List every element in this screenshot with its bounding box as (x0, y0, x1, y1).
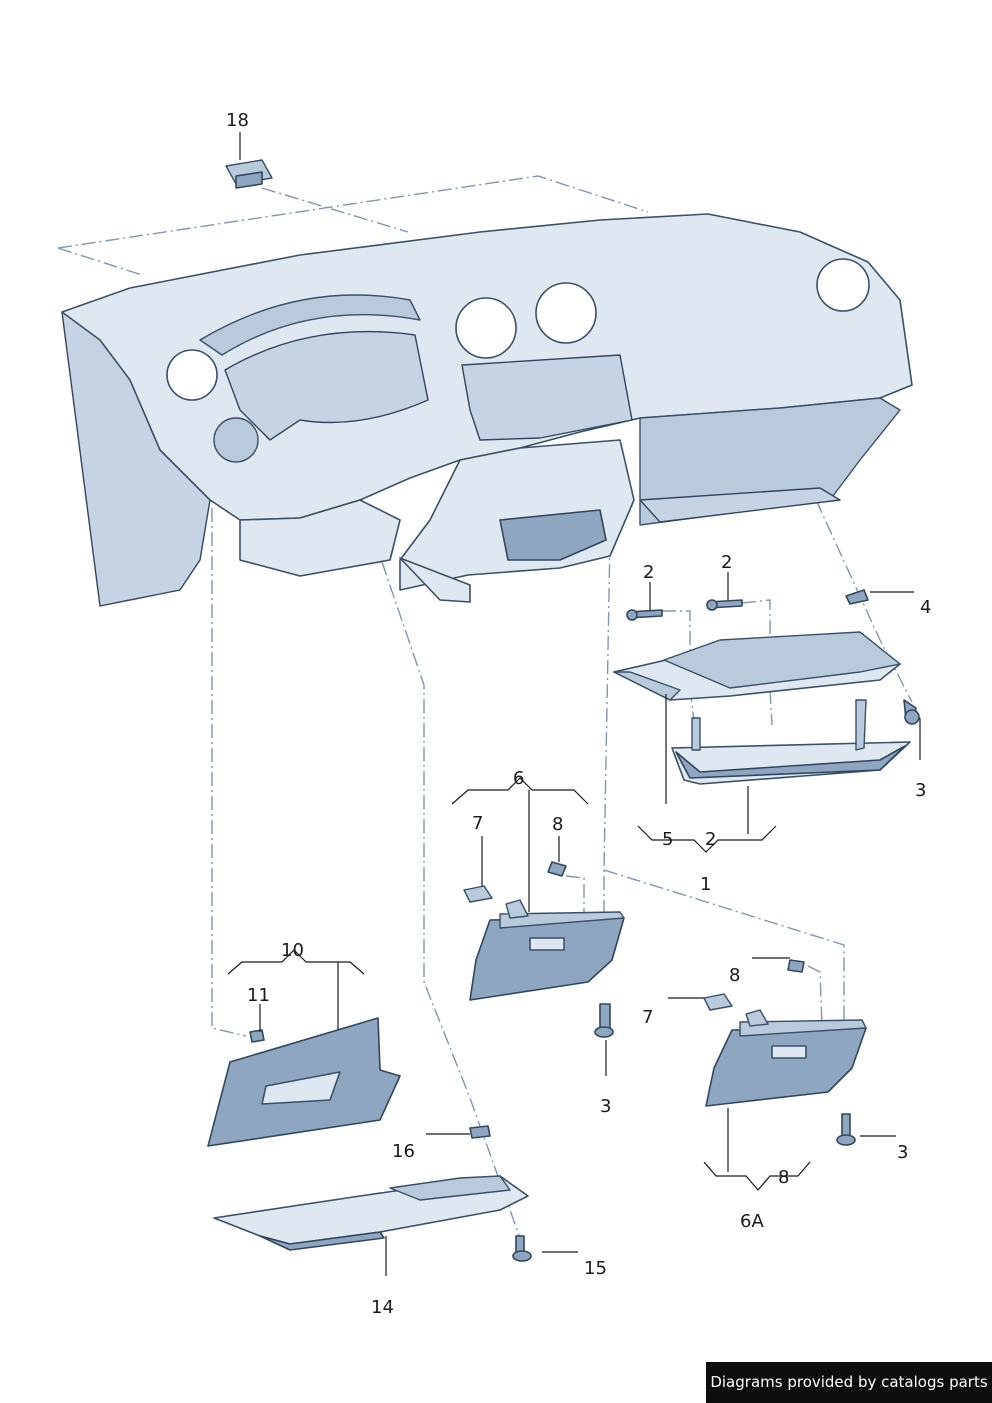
part-2-bolts (626, 599, 743, 621)
label-3-middle: 3 (600, 1096, 611, 1117)
leader-lines (227, 132, 921, 1276)
label-8-upper: 8 (552, 814, 563, 835)
part-3-screws (512, 699, 920, 1262)
label-15: 15 (584, 1258, 607, 1279)
part-4-clip (845, 589, 869, 605)
dashboard-panel (61, 213, 913, 607)
part-6-glovebox (463, 861, 625, 1001)
label-18: 18 (226, 110, 249, 131)
label-3-lower: 3 (897, 1142, 908, 1163)
credit-banner: Diagrams provided by catalogs parts (706, 1362, 992, 1403)
label-6A: 6A (740, 1211, 764, 1232)
label-7-right: 7 (642, 1007, 653, 1028)
label-10: 10 (281, 940, 304, 961)
part-10-knee-panel (207, 1017, 401, 1147)
label-1: 1 (700, 874, 711, 895)
label-11: 11 (247, 985, 270, 1006)
label-8-right: 8 (729, 965, 740, 986)
part-6A-glovebox (703, 959, 867, 1107)
assembly-guide-lines (57, 175, 913, 1239)
part-18-clip (225, 159, 273, 189)
label-4: 4 (920, 597, 931, 618)
label-2-bracket: 2 (705, 829, 716, 850)
label-2-left-bolt: 2 (643, 562, 654, 583)
part-2-bracket (671, 699, 911, 785)
label-5: 5 (662, 829, 673, 850)
label-8-lower: 8 (778, 1167, 789, 1188)
label-3-upper: 3 (915, 780, 926, 801)
label-6: 6 (513, 768, 524, 789)
part-16-clip (469, 1125, 491, 1139)
label-2-right-bolt: 2 (721, 552, 732, 573)
part-5-tray (613, 631, 901, 701)
label-7-upper: 7 (472, 813, 483, 834)
label-14: 14 (371, 1297, 394, 1318)
part-number-labels: 18 2 2 4 3 5 2 1 6 7 8 3 10 11 8 7 3 8 6… (226, 110, 931, 1318)
label-16: 16 (392, 1141, 415, 1162)
part-14-lower-trim (213, 1175, 529, 1251)
